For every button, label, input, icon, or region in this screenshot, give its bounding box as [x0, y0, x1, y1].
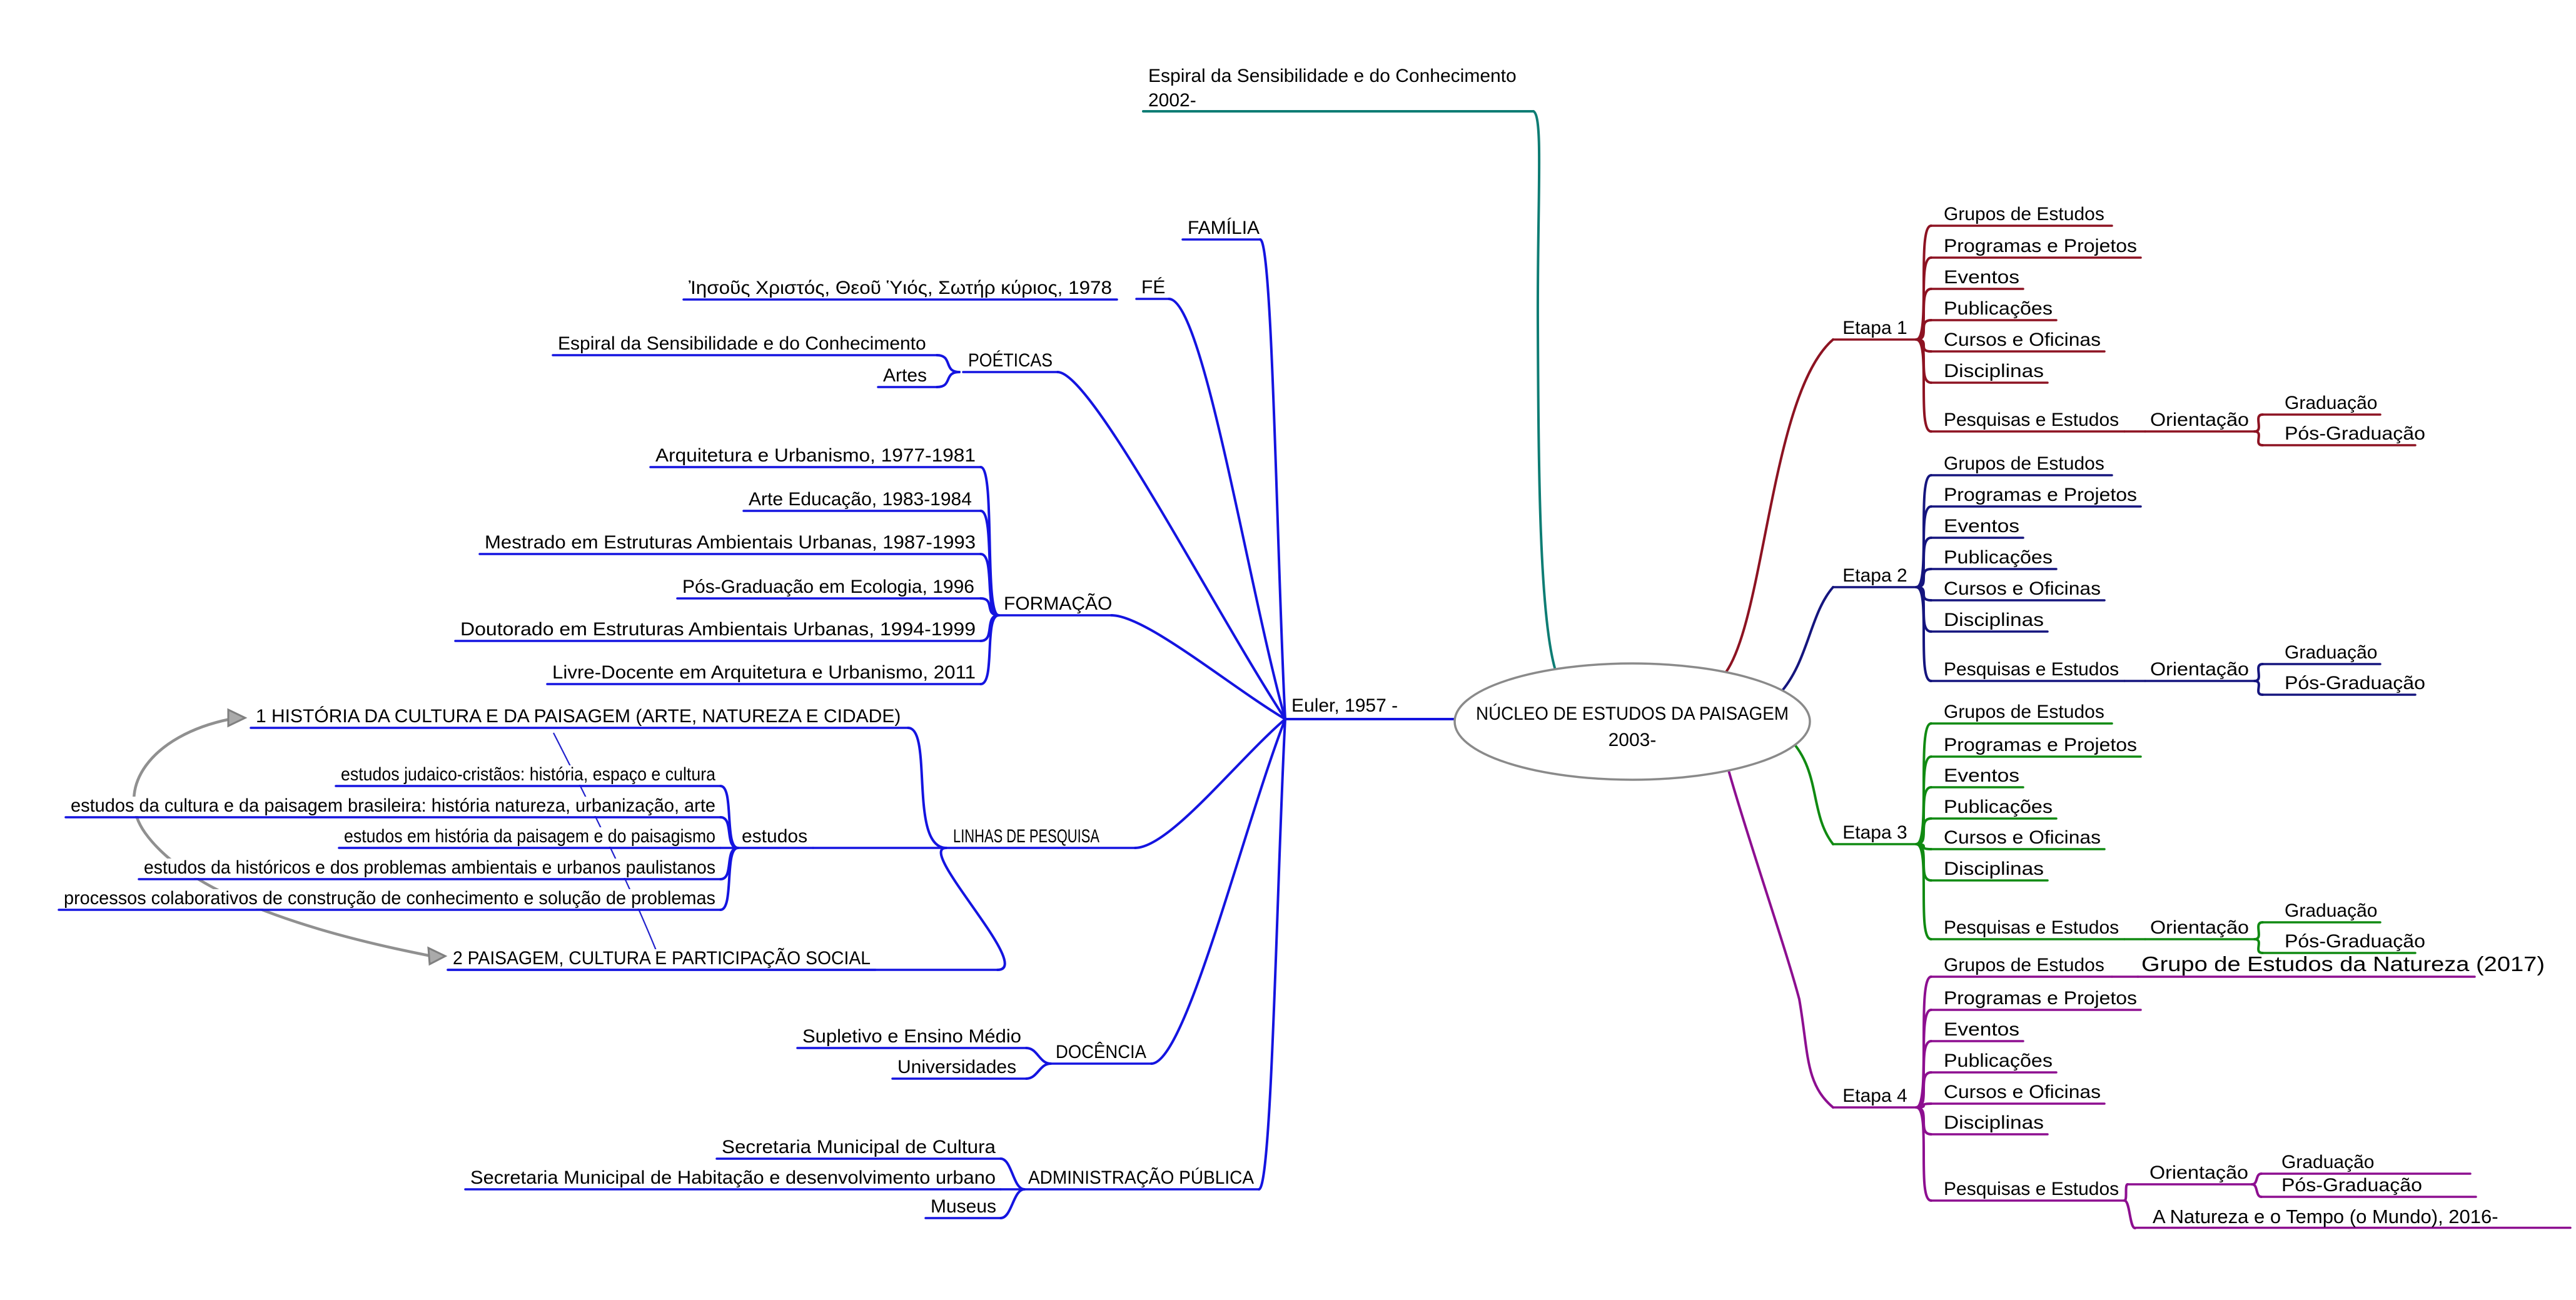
svg-text:Graduação: Graduação [2285, 642, 2377, 663]
svg-text:Pós-Graduação: Pós-Graduação [2285, 931, 2425, 952]
svg-text:Mestrado em Estruturas Ambient: Mestrado em Estruturas Ambientais Urbana… [485, 532, 976, 553]
svg-text:Arquitetura e Urbanismo, 1977-: Arquitetura e Urbanismo, 1977-1981 [655, 445, 976, 466]
svg-text:estudos judaico-cristãos: hist: estudos judaico-cristãos: história, espa… [341, 764, 715, 785]
svg-text:DOCÊNCIA: DOCÊNCIA [1056, 1042, 1146, 1062]
svg-text:FORMAÇÃO: FORMAÇÃO [1004, 593, 1112, 614]
svg-text:Pesquisas e Estudos: Pesquisas e Estudos [1944, 659, 2119, 680]
svg-text:POÉTICAS: POÉTICAS [968, 350, 1053, 371]
svg-text:Eventos: Eventos [1944, 267, 2019, 288]
svg-text:Grupos de Estudos: Grupos de Estudos [1944, 453, 2104, 474]
svg-text:A Natureza e o Tempo (o Mundo): A Natureza e o Tempo (o Mundo), 2016- [2153, 1206, 2498, 1227]
svg-text:Eventos: Eventos [1944, 1019, 2019, 1040]
svg-text:1 HISTÓRIA DA CULTURA E DA PAI: 1 HISTÓRIA DA CULTURA E DA PAISAGEM (ART… [256, 706, 901, 727]
svg-text:Orientação: Orientação [2150, 410, 2249, 430]
svg-text:Grupo de Estudos da Natureza (: Grupo de Estudos da Natureza (2017) [2141, 952, 2545, 975]
svg-text:Ἰησοῦς Χριστός, Θεοῦ Ὑιός, Σωτ: Ἰησοῦς Χριστός, Θεοῦ Ὑιός, Σωτήρ κύριος,… [689, 278, 1112, 298]
svg-text:Cursos e Oficinas: Cursos e Oficinas [1944, 827, 2101, 848]
svg-text:Graduação: Graduação [2285, 900, 2377, 921]
svg-text:processos colaborativos de con: processos colaborativos de construção de… [64, 888, 715, 909]
svg-text:Disciplinas: Disciplinas [1944, 361, 2044, 381]
svg-text:Cursos e Oficinas: Cursos e Oficinas [1944, 578, 2101, 599]
svg-text:Programas e Projetos: Programas e Projetos [1944, 485, 2137, 505]
svg-text:Artes: Artes [883, 365, 927, 386]
svg-text:Pós-Graduação: Pós-Graduação [2281, 1175, 2422, 1196]
svg-text:Publicações: Publicações [1944, 547, 2053, 568]
svg-text:Euler, 1957 -: Euler, 1957 - [1291, 695, 1398, 716]
svg-text:ADMINISTRAÇÃO PÚBLICA: ADMINISTRAÇÃO PÚBLICA [1028, 1167, 1254, 1188]
svg-text:Pós-Graduação: Pós-Graduação [2285, 423, 2425, 444]
svg-text:Graduação: Graduação [2285, 393, 2377, 413]
svg-text:Disciplinas: Disciplinas [1944, 610, 2044, 630]
svg-text:Orientação: Orientação [2149, 1162, 2248, 1183]
svg-text:Etapa 3: Etapa 3 [1842, 822, 1907, 843]
svg-text:Secretaria Municipal de Habita: Secretaria Municipal de Habitação e dese… [470, 1167, 996, 1188]
svg-text:Orientação: Orientação [2150, 917, 2249, 938]
svg-text:Publicações: Publicações [1944, 298, 2053, 319]
svg-text:Pós-Graduação: Pós-Graduação [2285, 673, 2425, 693]
svg-text:Pesquisas e Estudos: Pesquisas e Estudos [1944, 917, 2119, 938]
svg-text:Disciplinas: Disciplinas [1944, 859, 2044, 879]
svg-text:Universidades: Universidades [897, 1057, 1016, 1077]
svg-text:Livre-Docente em Arquitetura e: Livre-Docente em Arquitetura e Urbanismo… [552, 662, 976, 683]
svg-text:Programas e Projetos: Programas e Projetos [1944, 236, 2137, 256]
svg-text:2 PAISAGEM, CULTURA E PARTICIP: 2 PAISAGEM, CULTURA E PARTICIPAÇÃO SOCIA… [453, 947, 871, 969]
svg-text:Espiral da Sensibilidade e do: Espiral da Sensibilidade e do Conhecimen… [1148, 66, 1517, 86]
svg-text:Arte Educação, 1983-1984: Arte Educação, 1983-1984 [749, 489, 972, 510]
svg-text:Pesquisas e Estudos: Pesquisas e Estudos [1944, 1179, 2119, 1199]
svg-text:Secretaria Municipal de Cultur: Secretaria Municipal de Cultura [722, 1137, 996, 1157]
svg-text:Doutorado em Estruturas Ambien: Doutorado em Estruturas Ambientais Urban… [460, 619, 976, 640]
svg-text:2002-: 2002- [1148, 90, 1196, 111]
svg-text:Grupos de Estudos: Grupos de Estudos [1944, 702, 2104, 722]
svg-text:Espiral da Sensibilidade e do: Espiral da Sensibilidade e do Conhecimen… [558, 333, 926, 354]
svg-text:Supletivo e Ensino Médio: Supletivo e Ensino Médio [802, 1026, 1021, 1047]
svg-text:Etapa 1: Etapa 1 [1842, 318, 1907, 338]
svg-text:Grupos de Estudos: Grupos de Estudos [1944, 955, 2104, 975]
svg-text:estudos: estudos [742, 826, 807, 847]
svg-text:Eventos: Eventos [1944, 765, 2019, 786]
svg-text:Programas e Projetos: Programas e Projetos [1944, 988, 2137, 1009]
svg-text:Pesquisas e Estudos: Pesquisas e Estudos [1944, 410, 2119, 430]
svg-text:Orientação: Orientação [2150, 659, 2249, 680]
svg-text:estudos em história da paisage: estudos em história da paisagem e do pai… [344, 826, 715, 847]
svg-text:LINHAS DE PESQUISA: LINHAS DE PESQUISA [953, 826, 1099, 847]
svg-text:Grupos de Estudos: Grupos de Estudos [1944, 204, 2104, 224]
svg-text:Publicações: Publicações [1944, 797, 2053, 817]
svg-text:Programas e Projetos: Programas e Projetos [1944, 735, 2137, 755]
svg-text:Cursos e Oficinas: Cursos e Oficinas [1944, 1082, 2101, 1102]
svg-text:Publicações: Publicações [1944, 1051, 2053, 1071]
svg-text:Eventos: Eventos [1944, 516, 2019, 537]
svg-text:2003-: 2003- [1609, 730, 1657, 750]
svg-text:Etapa 4: Etapa 4 [1842, 1086, 1907, 1106]
svg-text:Museus: Museus [931, 1196, 996, 1217]
svg-text:FÉ: FÉ [1141, 277, 1165, 298]
svg-text:Graduação: Graduação [2281, 1152, 2374, 1172]
svg-text:Cursos e Oficinas: Cursos e Oficinas [1944, 330, 2101, 350]
svg-text:estudos da históricos e dos pr: estudos da históricos e dos problemas am… [144, 857, 715, 878]
svg-text:Pós-Graduação em Ecologia, 199: Pós-Graduação em Ecologia, 1996 [682, 577, 974, 597]
svg-text:FAMÍLIA: FAMÍLIA [1188, 218, 1260, 238]
svg-text:NÚCLEO DE ESTUDOS DA PAISAGEM: NÚCLEO DE ESTUDOS DA PAISAGEM [1476, 703, 1789, 724]
svg-text:Disciplinas: Disciplinas [1944, 1112, 2044, 1133]
svg-text:estudos da cultura e da paisag: estudos da cultura e da paisagem brasile… [71, 795, 715, 816]
svg-text:Etapa 2: Etapa 2 [1842, 565, 1907, 586]
